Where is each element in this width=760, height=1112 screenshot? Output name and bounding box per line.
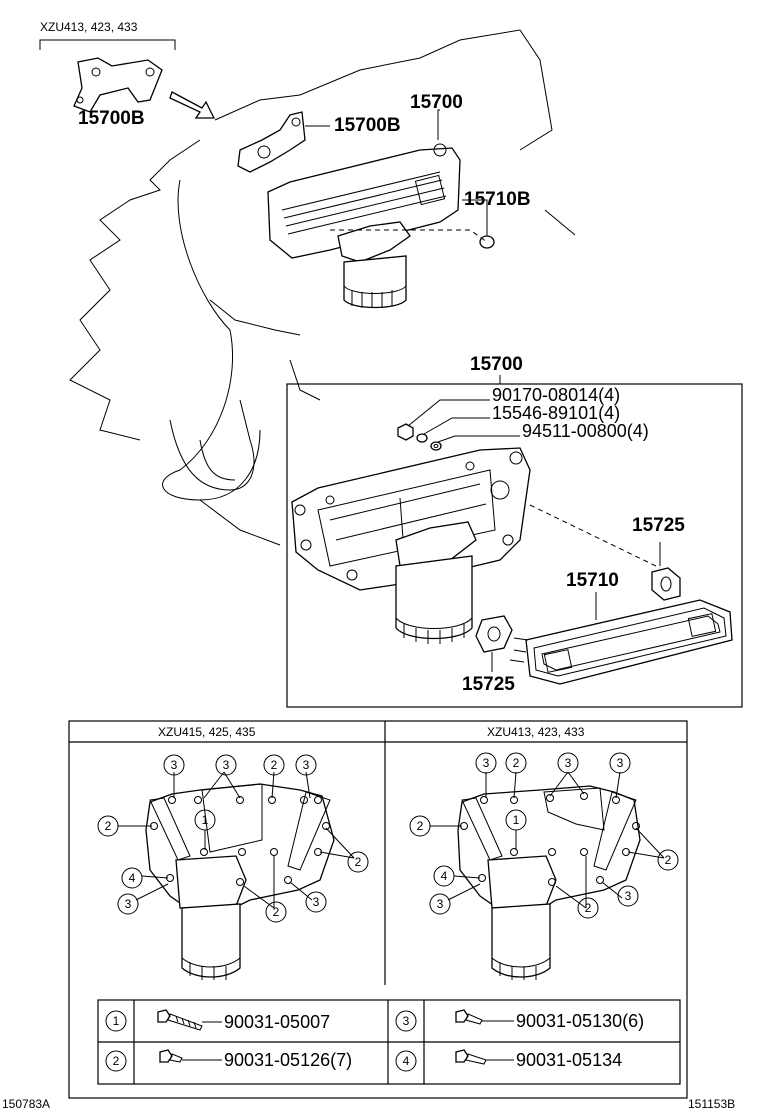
svg-text:2: 2 [417, 819, 424, 833]
table-num-1: 1 [113, 1014, 120, 1028]
callout-15700-top: 15700 [410, 92, 463, 113]
svg-text:3: 3 [565, 756, 572, 770]
bolt-diagram-right [430, 771, 665, 980]
svg-text:3: 3 [223, 758, 230, 772]
callout-15700-detail: 15700 [470, 354, 523, 375]
svg-text:3: 3 [437, 897, 444, 911]
cooler-element-15710 [509, 599, 733, 685]
part-94511-00800: 94511-00800(4) [522, 421, 649, 441]
svg-text:2: 2 [273, 905, 280, 919]
leader-15710b [462, 199, 488, 236]
nut-90170 [397, 423, 414, 441]
callout-15725-b: 15725 [462, 674, 515, 695]
part-90170-08014: 90170-08014(4) [492, 385, 620, 405]
bracket-15700b-mounted [237, 111, 306, 173]
svg-text:3: 3 [303, 758, 310, 772]
svg-text:2: 2 [665, 853, 672, 867]
svg-text:1: 1 [202, 813, 209, 827]
footer-left-code: 150783A [2, 1097, 50, 1111]
svg-text:3: 3 [125, 897, 132, 911]
svg-text:3: 3 [171, 758, 178, 772]
table-part-1: 90031-05007 [224, 1012, 330, 1032]
svg-text:1: 1 [513, 813, 520, 827]
oil-cooler-assembly-top [267, 143, 461, 309]
washer-94511 [430, 441, 442, 451]
oil-cooler-housing [291, 447, 531, 644]
lower-right-title: XZU413, 423, 433 [487, 725, 585, 739]
o-ring-15710b [479, 235, 495, 249]
part-15546-89101: 15546-89101(4) [492, 403, 620, 423]
footer-right-code: 151153B [688, 1097, 735, 1111]
callout-15710: 15710 [566, 570, 619, 591]
table-num-3: 3 [403, 1014, 410, 1028]
svg-text:3: 3 [483, 756, 490, 770]
dash-oring [330, 229, 488, 243]
callout-circles-right: 3 2 3 3 1 2 2 4 3 2 3 [409, 752, 679, 919]
svg-text:3: 3 [625, 889, 632, 903]
svg-text:3: 3 [313, 895, 320, 909]
variant-bracket [39, 39, 176, 50]
variant-label-top: XZU413, 423, 433 [40, 20, 138, 34]
leader-p2 [423, 417, 490, 435]
callout-15710b: 15710B [464, 189, 531, 210]
svg-text:3: 3 [617, 756, 624, 770]
table-part-3: 90031-05130(6) [516, 1011, 644, 1031]
lower-frame [68, 720, 688, 1099]
svg-text:4: 4 [441, 869, 448, 883]
leader-p3 [437, 435, 520, 443]
callout-15725-a: 15725 [632, 515, 685, 536]
leader-15700-top [437, 109, 440, 140]
svg-text:2: 2 [271, 758, 278, 772]
washer-15546 [416, 433, 428, 443]
svg-text:2: 2 [513, 756, 520, 770]
svg-text:2: 2 [585, 901, 592, 915]
gasket-15725-left [475, 615, 513, 653]
lower-left-title: XZU415, 425, 435 [158, 725, 256, 739]
callout-15700b-b: 15700B [334, 115, 401, 136]
engine-outline [69, 29, 576, 546]
bracket-15700b-loose [73, 57, 163, 113]
detail-box [286, 383, 743, 708]
callout-circles-left: 3 3 2 3 1 2 2 4 3 2 3 [97, 754, 369, 923]
table-num-4: 4 [403, 1054, 410, 1068]
bolt-table: 1 90031-05007 3 90031-05130(6) 2 90031-0… [97, 999, 681, 1085]
svg-text:2: 2 [105, 819, 112, 833]
gasket-15725-right [651, 567, 681, 601]
table-part-2: 90031-05126(7) [224, 1050, 352, 1070]
table-part-4: 90031-05134 [516, 1050, 622, 1070]
table-num-2: 2 [113, 1054, 120, 1068]
dash-gasket [529, 504, 661, 569]
direction-arrow [169, 91, 216, 119]
leader-p1 [407, 399, 490, 427]
svg-text:4: 4 [129, 871, 136, 885]
bolt-diagram-left [118, 771, 355, 980]
callout-15700b-a: 15700B [78, 108, 145, 129]
svg-text:2: 2 [355, 855, 362, 869]
